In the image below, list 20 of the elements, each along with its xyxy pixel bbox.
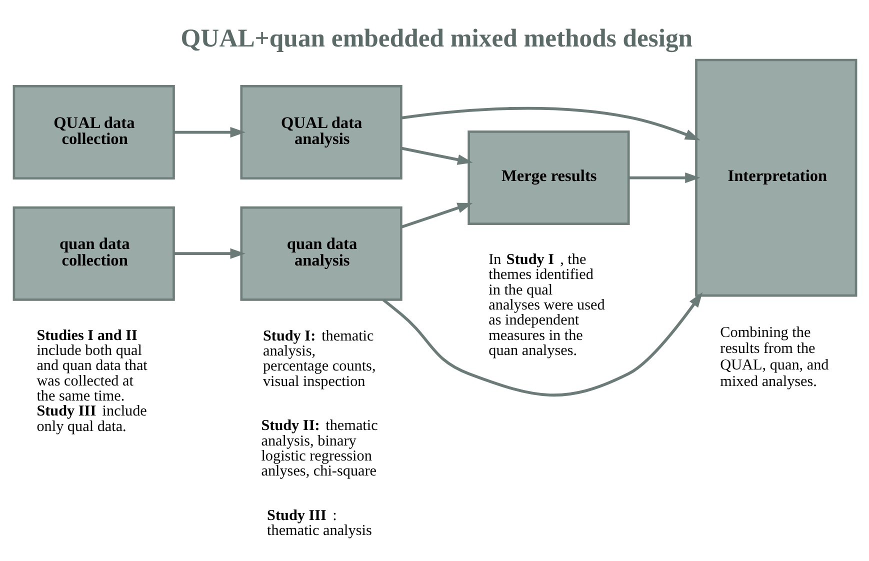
arrow (382, 292, 702, 396)
label: Study I: thematic analysis, percentage counts, visual inspection (262, 326, 376, 390)
node-box: QUAL data collection (12, 84, 174, 180)
diagram-title: QUAL+quan embedded mixed methods design (180, 23, 692, 52)
node-box: Merge results (467, 130, 630, 225)
node-box: Interpretation (694, 58, 857, 296)
label: Studies I and II include both qual and quan data that was collected at the same time. Study III include only qual data. (36, 326, 147, 434)
arrow (400, 202, 472, 228)
arrow (400, 146, 472, 164)
node-box: QUAL data analysis (240, 84, 402, 180)
label: In Study I, the themes identified in the qual analyses were used as independent measures in the quan analyses. (488, 250, 604, 358)
node-box: quan data analysis (240, 206, 402, 300)
arrow (173, 248, 245, 258)
node-box: quan data collection (12, 206, 174, 300)
arrow (400, 106, 700, 140)
arrow (628, 172, 700, 183)
label: Study III: thematic analysis (266, 506, 372, 539)
label: Combining the results from the QUAL, quan, and mixed analyses. (720, 323, 828, 390)
arrow (173, 126, 245, 138)
label: Study II: thematic analysis, binary logistic regression anlyses, chi-square (260, 416, 378, 480)
